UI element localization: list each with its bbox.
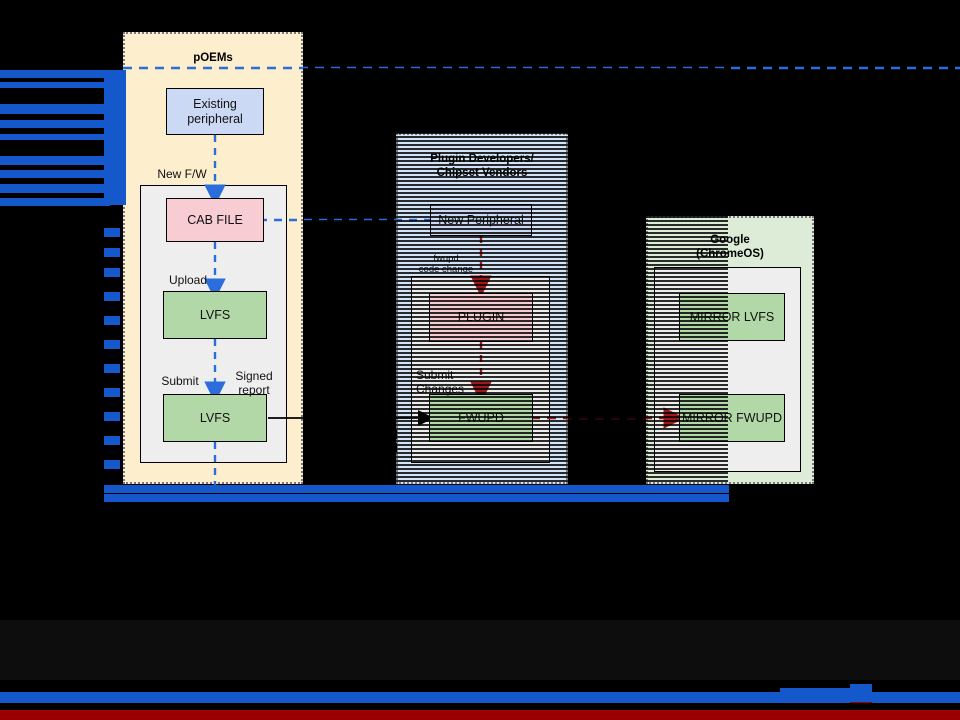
- node-mirror-fwupd[interactable]: MIRROR FWUPD: [679, 394, 785, 442]
- edge-label-submit-changes-text: Submit Changes: [416, 368, 465, 396]
- node-plugin-label: PLUGIN: [457, 310, 505, 324]
- node-new-peripheral[interactable]: New Peripheral: [430, 204, 532, 236]
- node-mirror-lvfs[interactable]: MIRROR LVFS: [679, 293, 785, 341]
- node-new-peripheral-label: New Peripheral: [438, 212, 524, 227]
- node-fwupd-test-framework[interactable]: FWUPD test framework: [656, 575, 800, 615]
- edge-label-submit: Submit: [147, 360, 213, 388]
- edge-label-submit-changes: Submit Changes: [416, 354, 478, 396]
- node-existing-peripheral[interactable]: Existing peripheral: [166, 88, 264, 135]
- edge-label-signed-report: Signed report: [222, 355, 286, 397]
- node-fwupd[interactable]: FWUPD: [429, 394, 533, 442]
- edge-label-signed-report-text: Signed report: [235, 369, 273, 397]
- node-lvfs-submit[interactable]: LVFS: [163, 394, 267, 442]
- node-fwupd-test-framework-label: FWUPD test framework: [661, 587, 795, 602]
- edge-label-upload-text: Upload: [168, 273, 208, 287]
- edge-label-fwupd-code-change-text: fwupd code change: [418, 253, 474, 275]
- node-plugin[interactable]: PLUGIN: [429, 293, 533, 342]
- node-lvfs-upload-label: LVFS: [199, 307, 231, 322]
- edge-label-new-fw-text: New F/W: [157, 167, 207, 181]
- node-cab-file[interactable]: CAB FILE: [166, 198, 264, 242]
- edge-label-upload: Upload: [152, 259, 224, 287]
- node-lvfs-submit-label: LVFS: [199, 410, 231, 425]
- node-fwupd-label: FWUPD: [458, 410, 504, 425]
- edge-label-new-fw: New F/W: [142, 153, 222, 181]
- edge-label-submit-text: Submit: [161, 374, 199, 388]
- swimlane-poems-title: pOEMs: [193, 52, 233, 64]
- edge-label-fwupd-code-change: fwupd code change: [408, 242, 484, 275]
- node-mirror-lvfs-label: MIRROR LVFS: [689, 309, 775, 324]
- node-mirror-fwupd-label: MIRROR FWUPD: [682, 410, 782, 425]
- node-cab-file-label: CAB FILE: [187, 212, 243, 227]
- node-lvfs-upload[interactable]: LVFS: [163, 291, 267, 339]
- node-existing-peripheral-label: Existing peripheral: [187, 96, 243, 126]
